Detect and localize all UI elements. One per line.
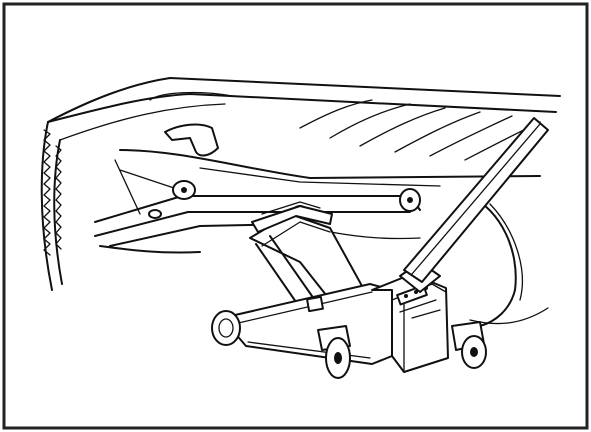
jack-handle [403,117,549,283]
tire [40,121,63,291]
